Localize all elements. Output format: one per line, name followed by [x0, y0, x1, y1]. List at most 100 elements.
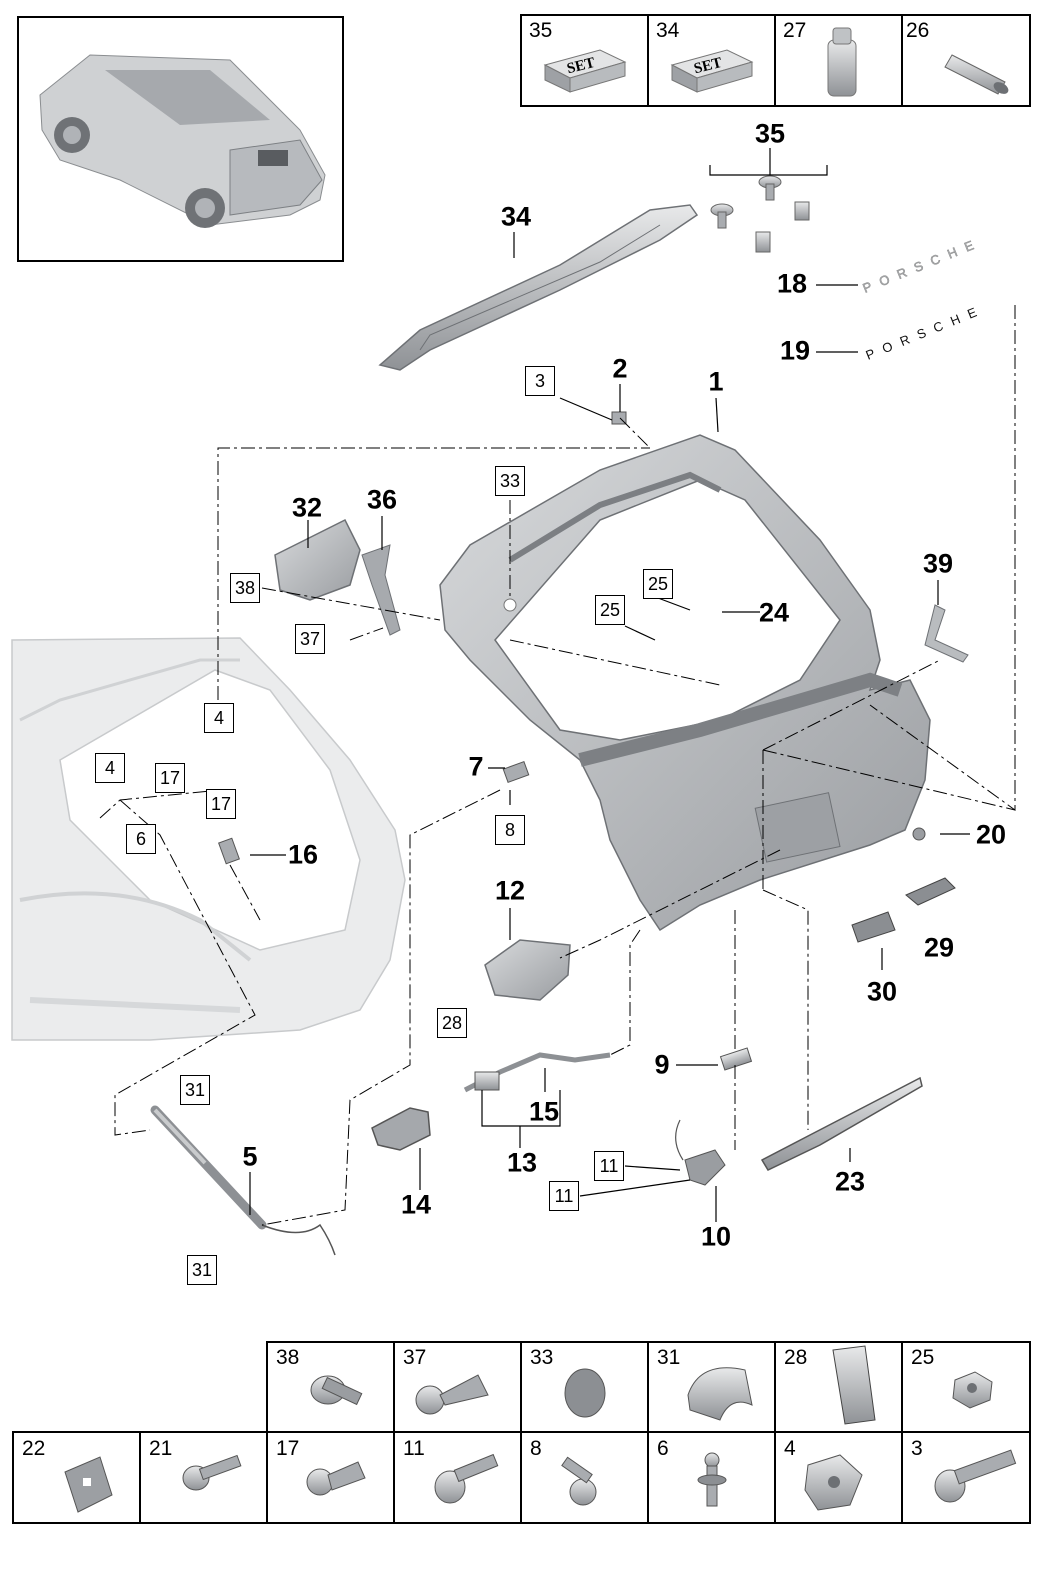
fastener-label-8: 8 [530, 1437, 542, 1460]
callout-2[interactable]: 2 [612, 353, 628, 384]
fastener-label-6: 6 [657, 1437, 669, 1460]
fastener-label-11: 11 [403, 1437, 425, 1460]
top-cell-label-26: 26 [906, 19, 930, 42]
grommet-20 [912, 827, 926, 841]
fastener-label-3: 3 [911, 1437, 923, 1460]
callout-30[interactable]: 30 [866, 976, 898, 1007]
callout-35[interactable]: 35 [754, 118, 786, 149]
callout-34[interactable]: 34 [500, 201, 532, 232]
top-parts-table: SET SET [520, 14, 1031, 107]
callout-36[interactable]: 36 [366, 484, 398, 515]
callout-23[interactable]: 23 [834, 1166, 866, 1197]
porsche-emblem-18: PORSCHE [860, 234, 985, 296]
callout-18[interactable]: 18 [776, 268, 808, 299]
ref-box-25[interactable]: 25 [595, 595, 625, 625]
fastener-label-28: 28 [784, 1346, 808, 1369]
callout-32[interactable]: 32 [291, 492, 323, 523]
callout-12[interactable]: 12 [494, 875, 526, 906]
callout-19[interactable]: 19 [779, 335, 811, 366]
callout-1[interactable]: 1 [708, 366, 724, 397]
callout-39[interactable]: 39 [922, 548, 954, 579]
bolt-icon [934, 1449, 1017, 1503]
svg-text:PORSCHE: PORSCHE [864, 301, 988, 363]
fastener-label-21: 21 [149, 1437, 173, 1460]
ref-box-6[interactable]: 6 [126, 824, 156, 854]
cylinder-icon [944, 54, 1009, 95]
plug-disc-icon [564, 1368, 606, 1418]
callout-7[interactable]: 7 [468, 751, 484, 782]
ref-box-31[interactable]: 31 [187, 1255, 217, 1285]
callout-13[interactable]: 13 [506, 1147, 538, 1178]
gas-strut [150, 1105, 336, 1256]
ref-box-17[interactable]: 17 [206, 789, 236, 819]
fastener-table [12, 1341, 1031, 1524]
set-box-icon: SET [543, 49, 627, 93]
retaining-clip-icon [687, 1367, 753, 1421]
expansion-rivet-icon [306, 1461, 366, 1496]
ref-box-11[interactable]: 11 [549, 1181, 579, 1211]
bolt-icon [182, 1454, 242, 1491]
callout-24[interactable]: 24 [758, 597, 790, 628]
callout-20[interactable]: 20 [975, 819, 1007, 850]
hinge-bracket [274, 518, 401, 636]
ref-box-4[interactable]: 4 [95, 753, 125, 783]
svg-text:PORSCHE: PORSCHE [861, 234, 985, 296]
callout-15[interactable]: 15 [528, 1096, 560, 1127]
ref-box-8[interactable]: 8 [495, 815, 525, 845]
washer-icon [64, 1456, 113, 1513]
porsche-emblem-19: PORSCHE [864, 301, 988, 363]
set-label: SET [565, 55, 596, 77]
ref-box-4[interactable]: 4 [204, 703, 234, 733]
ref-box-38[interactable]: 38 [230, 573, 260, 603]
switch-29 [905, 877, 956, 906]
tailgate-assembly [439, 434, 931, 932]
bolt-icon [434, 1453, 499, 1504]
ball-stud-icon [697, 1452, 727, 1507]
switch-30 [851, 911, 896, 943]
fastener-label-22: 22 [22, 1437, 46, 1460]
fastener-label-17: 17 [276, 1437, 300, 1460]
ref-box-28[interactable]: 28 [437, 1008, 467, 1038]
spring-clip-icon [832, 1345, 876, 1425]
ref-box-25[interactable]: 25 [643, 569, 673, 599]
ref-box-11[interactable]: 11 [594, 1151, 624, 1181]
callout-9[interactable]: 9 [654, 1049, 670, 1080]
ball-bracket-16 [218, 837, 240, 865]
ref-box-3[interactable]: 3 [525, 366, 555, 396]
ref-box-33[interactable]: 33 [495, 466, 525, 496]
bracket-7 [502, 761, 530, 783]
set-label: SET [692, 55, 723, 77]
handle-assembly [484, 939, 571, 1001]
spoiler-strip [378, 204, 699, 371]
fastener-label-4: 4 [784, 1437, 796, 1460]
callout-14[interactable]: 14 [400, 1189, 432, 1220]
ref-box-31[interactable]: 31 [180, 1075, 210, 1105]
callout-10[interactable]: 10 [700, 1221, 732, 1252]
fastener-label-33: 33 [530, 1346, 554, 1369]
top-cell-label-35: 35 [529, 19, 553, 42]
overview-thumbnail [17, 16, 344, 262]
clip-set [710, 175, 810, 253]
tail-light-strip [760, 1076, 923, 1171]
fastener-label-38: 38 [276, 1346, 300, 1369]
callout-29[interactable]: 29 [923, 932, 955, 963]
cage-nut-icon [804, 1454, 863, 1511]
ref-box-37[interactable]: 37 [295, 624, 325, 654]
callout-5[interactable]: 5 [242, 1141, 258, 1172]
top-cell-label-27: 27 [783, 19, 807, 42]
callout-16[interactable]: 16 [287, 839, 319, 870]
expansion-rivet-icon [415, 1374, 489, 1415]
vehicle-rear-ghost [11, 637, 406, 1041]
leader-lines [249, 148, 970, 1222]
top-cell-label-34: 34 [656, 19, 680, 42]
adhesive-tube-icon [827, 27, 857, 97]
bolt-icon [561, 1456, 597, 1506]
fastener-label-37: 37 [403, 1346, 427, 1369]
fastener-label-25: 25 [911, 1346, 935, 1369]
tailgate-lock [675, 1047, 753, 1186]
ref-box-17[interactable]: 17 [155, 763, 185, 793]
dash-lines [99, 305, 1016, 1226]
seal-strip [924, 604, 969, 663]
flange-nut-icon [952, 1371, 993, 1409]
